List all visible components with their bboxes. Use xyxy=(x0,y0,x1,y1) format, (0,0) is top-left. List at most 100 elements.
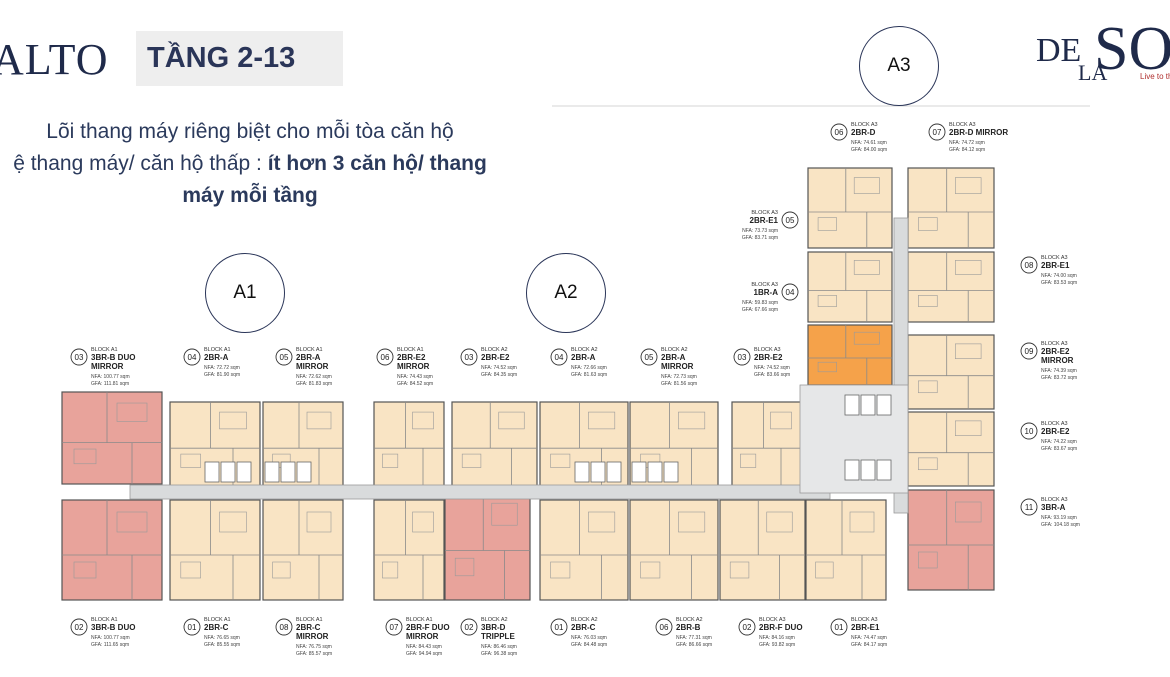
unit-block-name: BLOCK A3 xyxy=(751,282,778,288)
bathroom-fixture xyxy=(817,295,837,307)
unit-nfa: NFA: 76.75 sqm xyxy=(296,644,332,650)
unit-number: 02 xyxy=(743,623,752,632)
alto-logo: ALTO xyxy=(0,35,109,84)
bed-fixture xyxy=(954,501,982,523)
unit-number-circle xyxy=(70,348,88,366)
bathroom-fixture xyxy=(550,453,571,468)
block-a3-marker: A3 xyxy=(859,26,939,106)
unit-type: 2BR-E2 xyxy=(481,353,510,362)
unit-outline xyxy=(805,499,887,601)
unit-type: 2BR-E2 xyxy=(397,353,426,362)
unit-number-circle xyxy=(781,283,799,301)
unit-outline xyxy=(444,489,531,601)
unit-number: 05 xyxy=(645,353,654,362)
bed-fixture xyxy=(954,420,982,436)
unit-outline xyxy=(373,401,445,487)
unit-block-name: BLOCK A1 xyxy=(91,347,118,353)
bathroom-fixture xyxy=(918,295,938,307)
unit-type: 2BR-E2 xyxy=(1041,347,1070,356)
apartment-units-layer xyxy=(61,167,995,601)
unit-outline xyxy=(807,167,893,249)
unit-a3-07 xyxy=(907,167,995,249)
bed-fixture xyxy=(588,411,616,430)
unit-block-name: BLOCK A1 xyxy=(397,347,424,353)
corridor-a1-a2 xyxy=(129,484,831,500)
unit-outline xyxy=(807,324,893,386)
unit-nfa: NFA: 74.52 sqm xyxy=(754,365,790,371)
bed-fixture xyxy=(306,511,332,533)
unit-number: 03 xyxy=(465,353,474,362)
unit-type: 3BR-B DUO xyxy=(91,353,135,362)
bed-fixture xyxy=(306,411,332,430)
unit-number-circle xyxy=(1020,256,1038,274)
unit-block-name: BLOCK A1 xyxy=(296,347,323,353)
unit-gfa: GFA: 84.17 sqm xyxy=(851,642,887,648)
unit-block-name: BLOCK A1 xyxy=(204,617,231,623)
unit-nfa: NFA: 73.73 sqm xyxy=(742,228,778,234)
block-a1-marker: A1 xyxy=(205,253,285,333)
unit-block-name: BLOCK A3 xyxy=(851,617,878,623)
unit-block-name: BLOCK A3 xyxy=(949,122,976,128)
lift-shaft xyxy=(663,461,679,483)
unit-a3-02 xyxy=(719,499,806,601)
lift-core xyxy=(844,394,892,416)
bathroom-fixture xyxy=(729,561,750,579)
lift-shaft xyxy=(220,461,236,483)
description-line-3: máy mỗi tầng xyxy=(182,184,318,207)
bed-fixture xyxy=(954,260,982,275)
unit-gfa: GFA: 85.57 sqm xyxy=(296,651,332,657)
unit-nfa: NFA: 72.73 sqm xyxy=(661,374,697,380)
unit-outline xyxy=(61,499,163,601)
unit-number-circle xyxy=(460,618,478,636)
unit-gfa: GFA: 85.55 sqm xyxy=(204,642,240,648)
lift-shaft xyxy=(574,461,590,483)
unit-number-circle xyxy=(183,618,201,636)
block-a1-label: A1 xyxy=(233,282,257,303)
unit-type: 2BR-B xyxy=(676,623,701,632)
unit-type: 2BR-A xyxy=(204,353,229,362)
unit-number: 06 xyxy=(660,623,669,632)
unit-number: 07 xyxy=(933,128,942,137)
unit-nfa: NFA: 74.00 sqm xyxy=(1041,273,1077,279)
unit-number-circle xyxy=(376,348,394,366)
unit-outline xyxy=(907,411,995,487)
unit-nfa: NFA: 72.62 sqm xyxy=(296,374,332,380)
unit-type: 1BR-A xyxy=(754,288,779,297)
unit-number-circle xyxy=(640,348,658,366)
lift-shaft xyxy=(296,461,312,483)
bathroom-fixture xyxy=(817,361,837,373)
unit-a3-08 xyxy=(907,251,995,323)
unit-a2-03 xyxy=(451,401,538,487)
lift-core xyxy=(204,461,252,483)
unit-type: 2BR-E2 xyxy=(754,353,783,362)
unit-gfa: GFA: 83.53 sqm xyxy=(1041,280,1077,286)
unit-a2-06 xyxy=(629,499,719,601)
unit-number: 09 xyxy=(1025,347,1034,356)
unit-outline xyxy=(731,401,803,487)
block-a3-label: A3 xyxy=(887,55,911,76)
unit-block-name: BLOCK A3 xyxy=(1041,497,1068,503)
unit-number-circle xyxy=(460,348,478,366)
bathroom-fixture xyxy=(550,561,571,579)
unit-number-circle xyxy=(550,348,568,366)
unit-type: MIRROR xyxy=(91,362,124,371)
unit-gfa: GFA: 83.72 sqm xyxy=(1041,375,1077,381)
unit-gfa: GFA: 86.66 sqm xyxy=(676,642,712,648)
unit-gfa: GFA: 84.52 sqm xyxy=(397,381,433,387)
unit-a3-03 xyxy=(731,401,803,487)
unit-outline xyxy=(907,489,995,591)
unit-block-name: BLOCK A2 xyxy=(481,617,508,623)
unit-outline xyxy=(262,499,344,601)
unit-block-name: BLOCK A3 xyxy=(759,617,786,623)
unit-number-circle xyxy=(275,618,293,636)
unit-a2-02 xyxy=(444,489,531,601)
